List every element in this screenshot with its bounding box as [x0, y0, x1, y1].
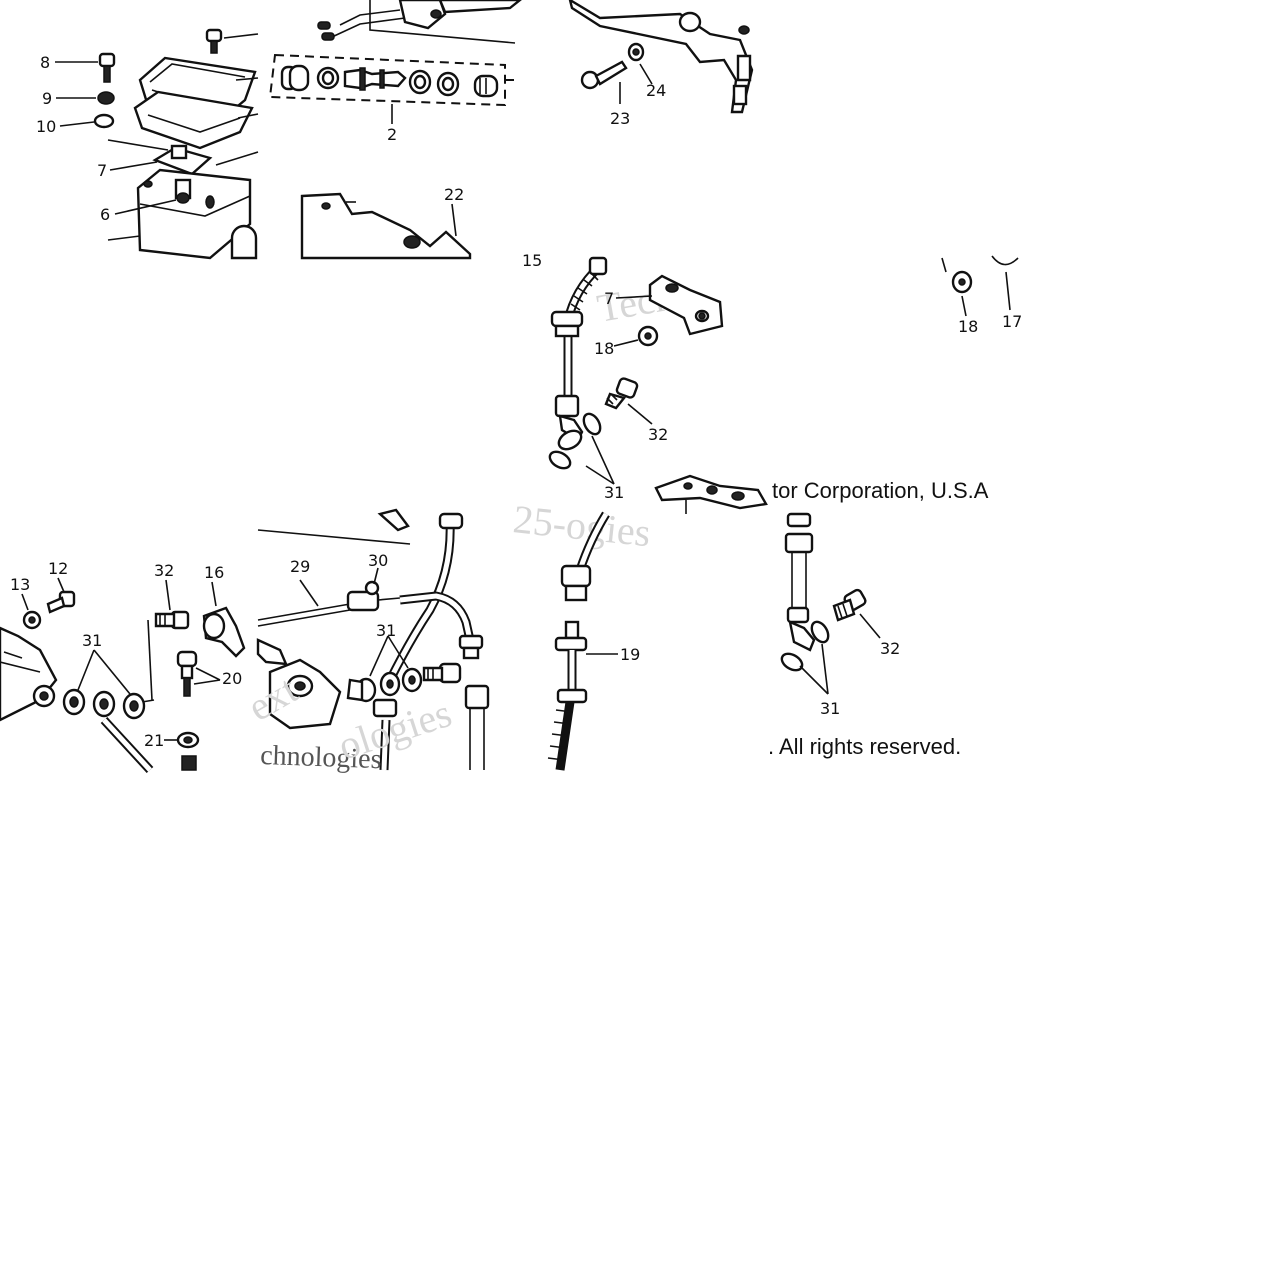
bleed-screw-20-icon	[176, 650, 198, 697]
nut-18b-icon	[941, 257, 973, 294]
label-19: 19	[620, 645, 640, 664]
label-32b: 32	[154, 561, 174, 580]
clip-17-icon	[991, 255, 1019, 266]
master-cylinder-body-icon	[107, 168, 258, 260]
label-24: 24	[646, 81, 666, 100]
label-32: 32	[648, 425, 668, 444]
hose-tee-icon	[385, 512, 484, 683]
rear-hose-icon	[100, 716, 154, 774]
screw-8-icon	[98, 52, 116, 83]
label-31: 31	[604, 483, 624, 502]
copyright-line-1: tor Corporation, U.S.A	[772, 478, 989, 503]
hose-bracket-icon	[654, 474, 768, 514]
label-16: 16	[204, 563, 224, 582]
union-bolt-32c-icon	[832, 588, 867, 622]
watermark-chnologies: chnologies	[260, 740, 382, 775]
label-32c: 32	[880, 639, 900, 658]
brake-hose-19-icon	[547, 511, 610, 771]
diaphragm-plate-7-icon	[152, 144, 213, 176]
master-cylinder-panel: 8 9 10 7 6 2 22 23 24	[36, 0, 754, 260]
washer-24-icon	[627, 42, 645, 62]
label-2: 2	[387, 125, 397, 144]
switch-30-icon	[346, 580, 401, 612]
union-bolt-32-icon	[604, 377, 639, 410]
label-31b: 31	[82, 631, 102, 650]
label-18b: 18	[958, 317, 978, 336]
label-15: 15	[522, 251, 542, 270]
label-30: 30	[368, 551, 388, 570]
washers-31-icon	[548, 412, 602, 470]
screw-top-icon	[205, 28, 223, 54]
cap-21-icon	[176, 731, 200, 771]
brake-hose-15-icon	[550, 256, 608, 451]
brake-hose-panel: Techn	[522, 251, 1022, 514]
label-31d: 31	[820, 699, 840, 718]
reservoir-cap-icon	[133, 56, 257, 150]
nut-13-icon	[22, 610, 42, 630]
piston-kit-2	[268, 53, 515, 124]
label-6: 6	[100, 205, 110, 224]
washers-31b-icon	[62, 688, 146, 720]
union-bolt-mid-icon	[422, 662, 462, 684]
brake-rod-29-icon	[257, 508, 411, 627]
brake-switch-wires-icon	[317, 0, 522, 44]
label-7b: 7	[604, 289, 614, 308]
caliper-bracket-22-icon	[300, 192, 472, 260]
copyright-line-2: . All rights reserved.	[768, 734, 961, 759]
label-23: 23	[610, 109, 630, 128]
rear-brake-panel: 25-ogies	[0, 496, 961, 775]
bolt-23-icon	[580, 60, 628, 90]
nut-18-icon	[637, 325, 659, 347]
label-8: 8	[40, 53, 50, 72]
caliper-rear-icon	[256, 638, 342, 730]
label-10: 10	[36, 117, 56, 136]
label-21: 21	[144, 731, 164, 750]
label-20: 20	[222, 669, 242, 688]
label-17: 17	[1002, 312, 1022, 331]
nut-9-icon	[97, 91, 115, 105]
brake-hose-right-icon	[784, 512, 816, 652]
union-bolt-32b-icon	[154, 610, 190, 630]
washer-10-icon	[93, 113, 115, 129]
hose-right-mid-icon	[464, 684, 490, 770]
washers-31c-icon	[346, 667, 423, 703]
watermark-25-ogies: 25-ogies	[511, 496, 653, 555]
hose-clamp-7-icon	[648, 274, 724, 336]
frame-bracket-icon	[568, 0, 754, 114]
label-31c: 31	[376, 621, 396, 640]
label-9: 9	[42, 89, 52, 108]
label-7: 7	[97, 161, 107, 180]
label-12: 12	[48, 559, 68, 578]
hose-down-icon	[372, 698, 398, 771]
label-18: 18	[594, 339, 614, 358]
bolt-12-icon	[46, 590, 76, 614]
label-13: 13	[10, 575, 30, 594]
label-29: 29	[290, 557, 310, 576]
hose-fitting-16-icon	[202, 606, 246, 658]
label-22: 22	[444, 185, 464, 204]
rear-master-cylinder-icon	[0, 626, 58, 722]
